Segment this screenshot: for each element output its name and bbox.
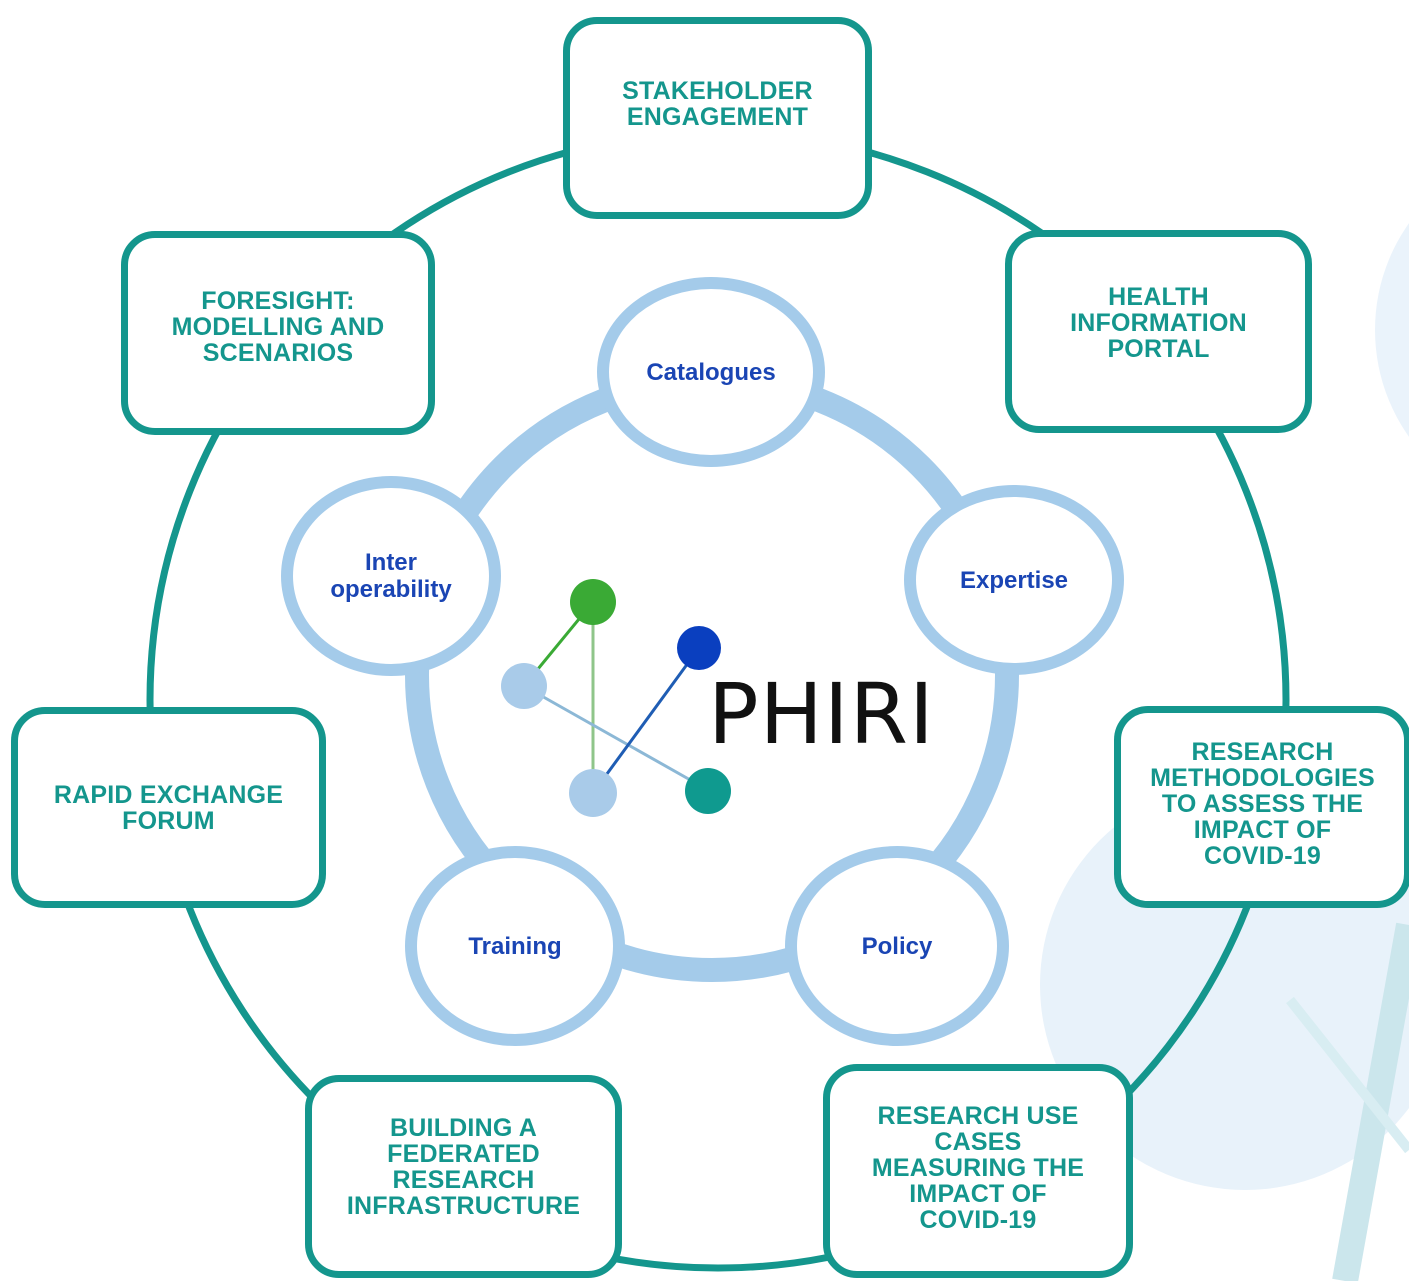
node-training: Training bbox=[405, 846, 625, 1046]
box-research-methodologies: RESEARCH METHODOLOGIES TO ASSESS THE IMP… bbox=[1114, 706, 1409, 908]
node-policy: Policy bbox=[785, 846, 1009, 1046]
box-foresight: FORESIGHT: MODELLING AND SCENARIOS bbox=[121, 231, 435, 435]
box-stakeholder-engagement-label: STAKEHOLDER ENGAGEMENT bbox=[622, 77, 813, 131]
logo-dot-teal bbox=[685, 768, 731, 814]
logo-dot-blue bbox=[677, 626, 721, 670]
node-interoperability: Inter operability bbox=[281, 476, 501, 676]
node-interoperability-label: Inter operability bbox=[330, 549, 452, 603]
node-expertise-label: Expertise bbox=[959, 566, 1069, 594]
node-catalogues: Catalogues bbox=[597, 277, 825, 467]
box-rapid-exchange-forum-label: RAPID EXCHANGE FORUM bbox=[53, 780, 284, 835]
logo-dot-light-bottom bbox=[569, 769, 617, 817]
box-research-use-cases-label: RESEARCH USE CASES MEASURING THE IMPACT … bbox=[871, 1102, 1085, 1234]
box-federated-infrastructure-label: BUILDING A FEDERATED RESEARCH INFRASTRUC… bbox=[346, 1113, 581, 1220]
box-health-information-portal: HEALTH INFORMATION PORTAL bbox=[1005, 230, 1312, 433]
box-stakeholder-engagement: STAKEHOLDER ENGAGEMENT bbox=[563, 17, 872, 219]
node-expertise: Expertise bbox=[904, 485, 1124, 675]
node-policy-label: Policy bbox=[861, 932, 933, 960]
box-research-methodologies-label: RESEARCH METHODOLOGIES TO ASSESS THE IMP… bbox=[1150, 738, 1375, 870]
phiri-logo-graphic bbox=[501, 579, 731, 817]
node-training-label: Training bbox=[468, 932, 562, 960]
phiri-logo-text: PHIRI bbox=[708, 665, 935, 763]
logo-dot-light-left bbox=[501, 663, 547, 709]
logo-dot-green bbox=[570, 579, 616, 625]
box-health-information-portal-label: HEALTH INFORMATION PORTAL bbox=[1070, 282, 1247, 363]
box-foresight-label: FORESIGHT: MODELLING AND SCENARIOS bbox=[171, 287, 385, 367]
box-rapid-exchange-forum: RAPID EXCHANGE FORUM bbox=[11, 707, 326, 908]
box-research-use-cases: RESEARCH USE CASES MEASURING THE IMPACT … bbox=[823, 1064, 1133, 1278]
node-catalogues-label: Catalogues bbox=[646, 358, 776, 386]
box-federated-infrastructure: BUILDING A FEDERATED RESEARCH INFRASTRUC… bbox=[305, 1075, 622, 1278]
